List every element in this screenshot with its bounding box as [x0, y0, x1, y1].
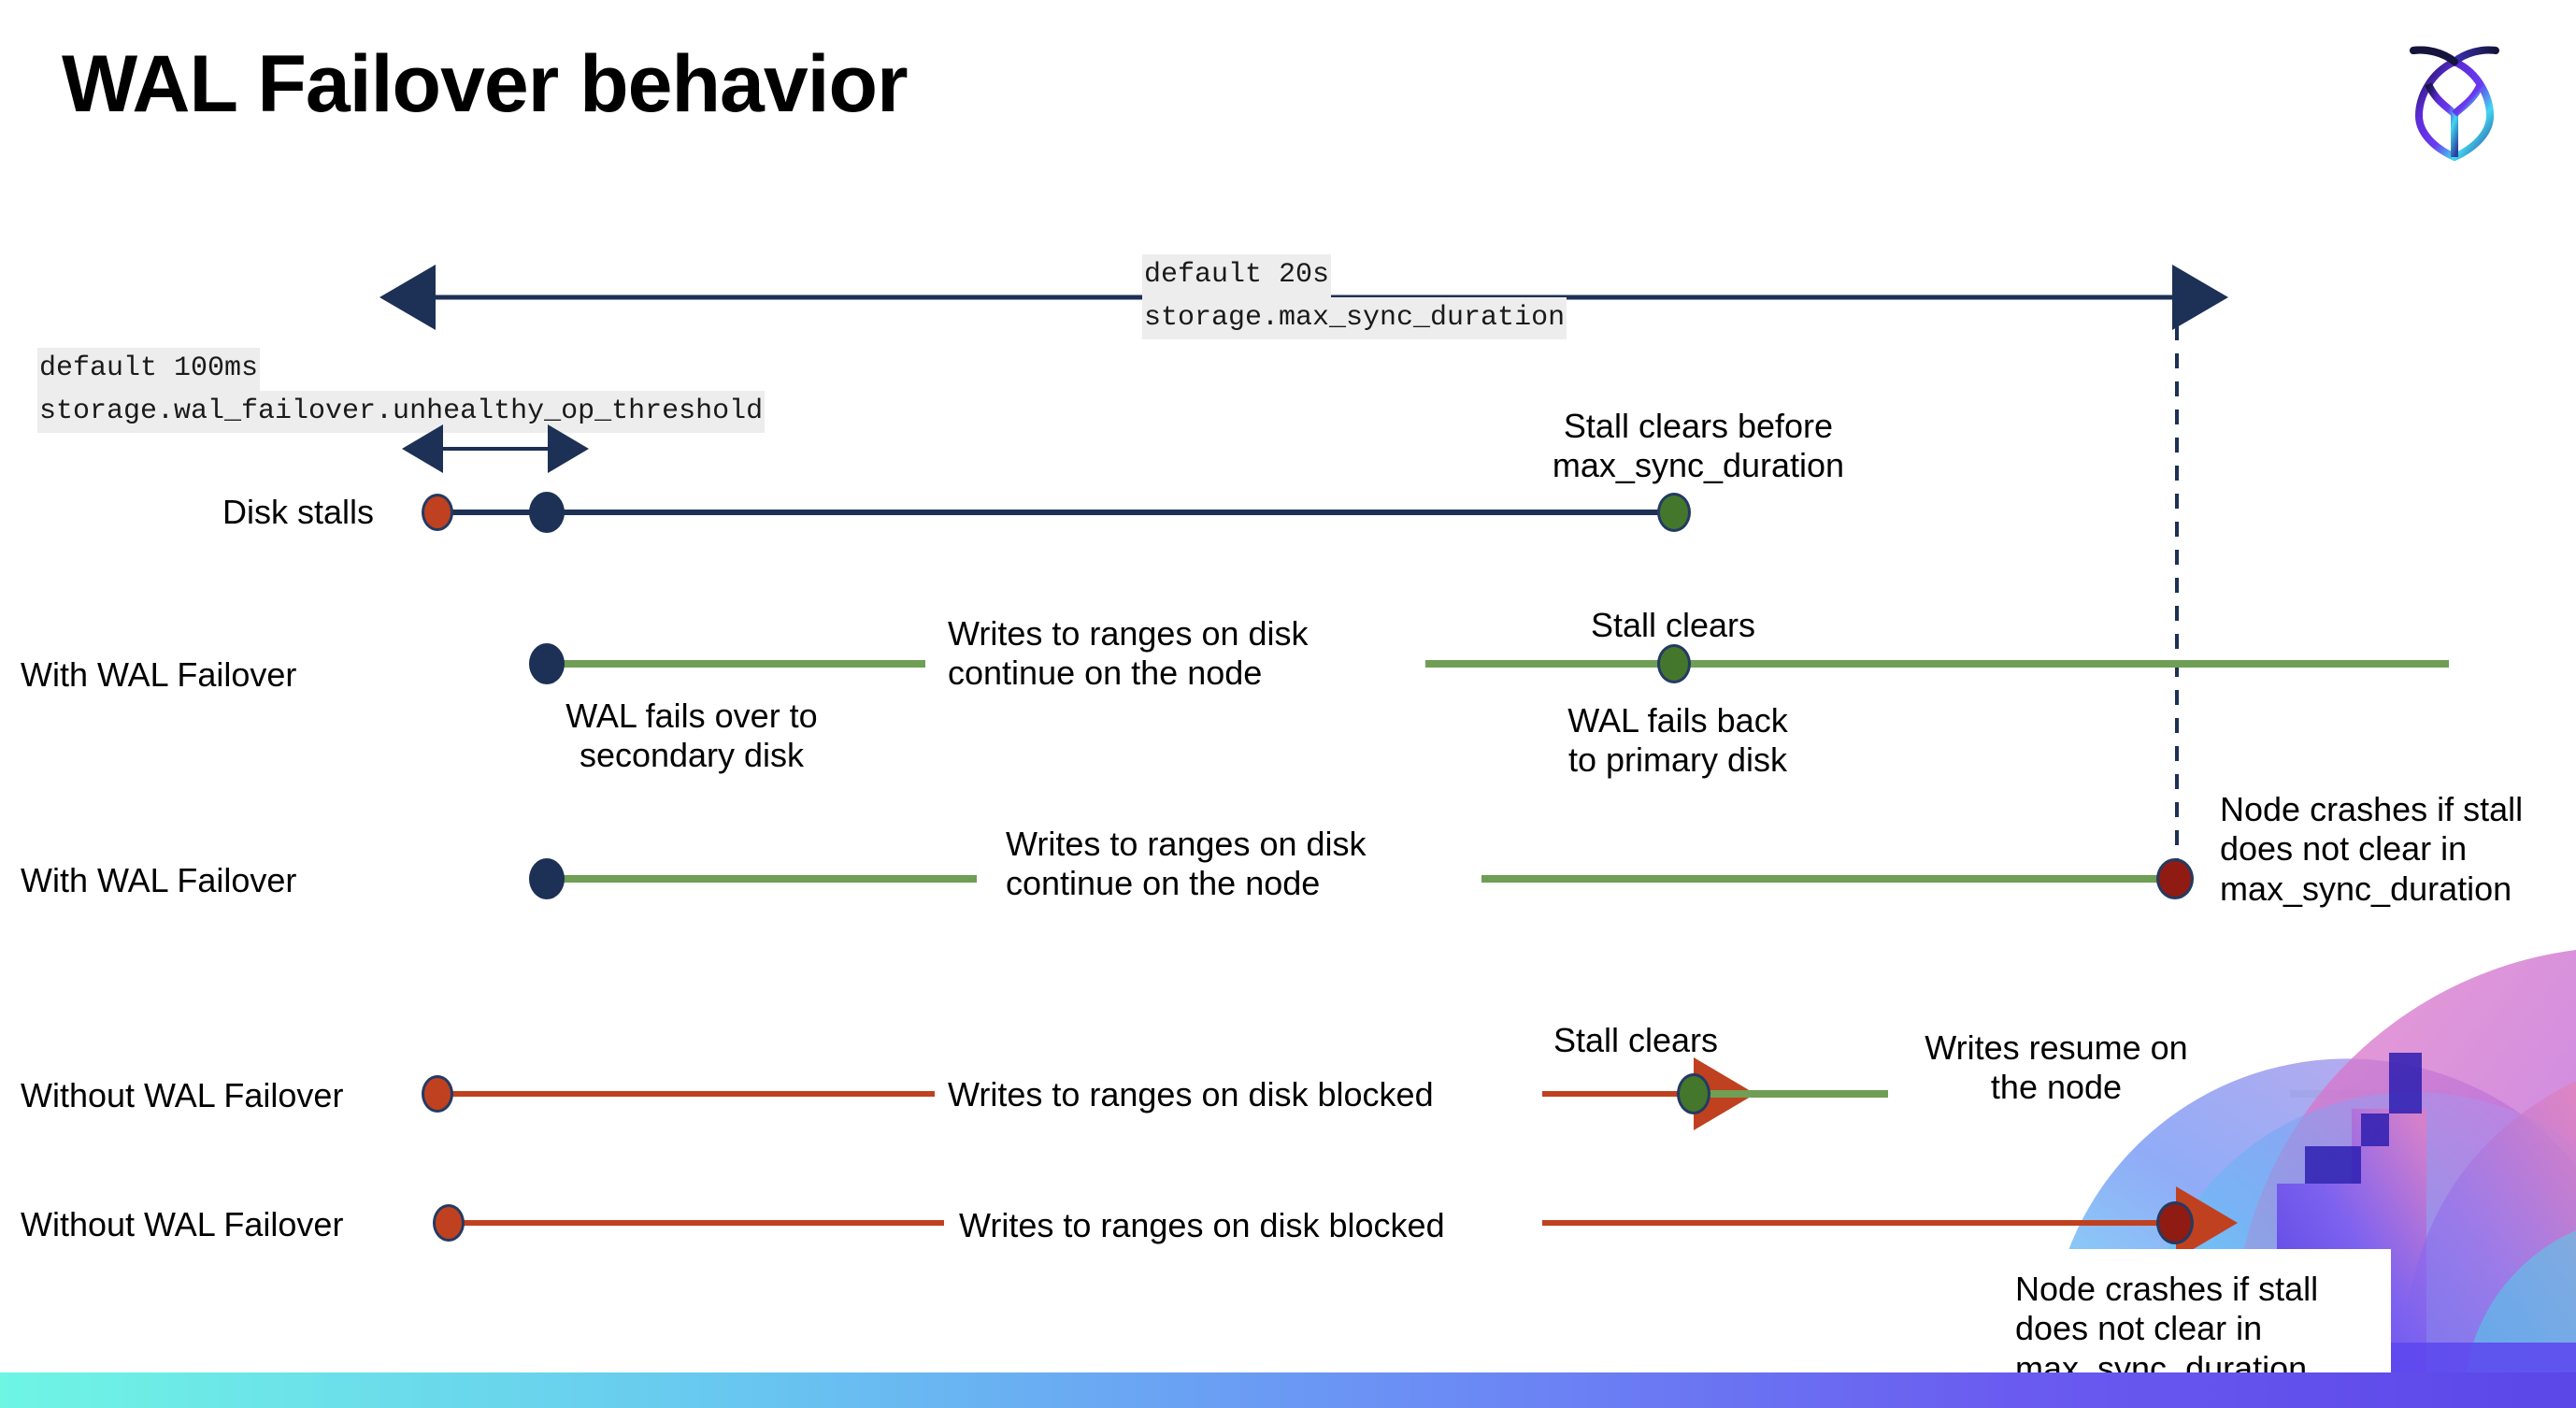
- note-line-2: secondary disk: [579, 736, 805, 775]
- note-writes-blocked-2: Writes to ranges on disk blocked: [959, 1206, 1538, 1245]
- row-label-without-wal-failover-2: Without WAL Failover: [21, 1205, 344, 1243]
- with-wal-2-segment-a: [547, 875, 977, 883]
- unhealthy-op-threshold-default: default 100ms: [37, 348, 261, 391]
- note-line-2: max_sync_duration: [1552, 446, 1845, 485]
- note-line-1: Writes to ranges on disk blocked: [948, 1075, 1434, 1113]
- without-wal-1-blocked-segment: [437, 1091, 935, 1097]
- without-wal-2-blocked-arrow: [1542, 1186, 2238, 1259]
- without-wal-1-resume-segment-a: [1694, 1090, 1888, 1098]
- max-sync-duration-default: default 20s: [1142, 254, 1332, 297]
- unhealthy-op-threshold-annotation: default 100ms storage.wal_failover.unhea…: [37, 348, 766, 433]
- without-wal-1-clear-dot: [1677, 1073, 1710, 1114]
- note-line-2: continue on the node: [1006, 864, 1321, 903]
- disk-stalls-line: [437, 510, 1681, 515]
- note-line-2: the node: [1990, 1068, 2123, 1107]
- with-wal-1-failover-dot: [529, 643, 565, 684]
- unhealthy-op-threshold-span-arrow: [402, 424, 589, 473]
- note-line-1: WAL fails over to: [565, 697, 818, 735]
- without-wal-1-start-dot: [422, 1075, 453, 1113]
- note-writes-blocked-1: Writes to ranges on disk blocked: [948, 1075, 1527, 1114]
- note-line-2: continue on the node: [948, 654, 1263, 693]
- max-sync-duration-dashed-guide: [2175, 297, 2179, 877]
- note-wal-fails-over: WAL fails over to secondary disk: [486, 697, 897, 776]
- with-wal-1-clear-dot: [1657, 644, 1691, 683]
- cockroachdb-logo-icon: [2389, 28, 2520, 164]
- note-writes-resume: Writes resume on the node: [1897, 1028, 2215, 1108]
- with-wal-2-segment-b: [1481, 875, 2175, 883]
- with-wal-2-crash-dot: [2156, 858, 2194, 899]
- note-line-2: does not clear in: [2015, 1309, 2263, 1348]
- note-stall-clears-1: Stall clears: [1533, 606, 1813, 645]
- row-label-with-wal-failover-2: With WAL Failover: [21, 861, 297, 899]
- note-stall-clears-before: Stall clears before max_sync_duration: [1525, 407, 1871, 486]
- note-line-1: Node crashes if stall: [2220, 790, 2524, 828]
- unhealthy-op-threshold-setting: storage.wal_failover.unhealthy_op_thresh…: [37, 390, 766, 433]
- with-wal-1-segment-b: [1425, 660, 2449, 668]
- note-node-crashes-1: Node crashes if stall does not clear in …: [2220, 790, 2575, 909]
- row-label-without-wal-failover-1: Without WAL Failover: [21, 1076, 344, 1114]
- without-wal-2-crash-dot: [2156, 1201, 2194, 1244]
- note-line-1: Writes to ranges on disk: [1006, 825, 1367, 863]
- disk-stalls-start-dot: [422, 494, 453, 531]
- note-line-1: Writes resume on: [1925, 1028, 2188, 1067]
- with-wal-1-segment-a: [547, 660, 925, 668]
- disk-stalls-clear-dot: [1657, 493, 1691, 532]
- note-line-1: Writes to ranges on disk blocked: [959, 1206, 1445, 1244]
- disk-stalls-threshold-dot: [529, 492, 565, 533]
- without-wal-2-start-dot: [433, 1204, 465, 1242]
- without-wal-1-blocked-arrow: [1542, 1057, 1755, 1130]
- row-label-with-wal-failover-1: With WAL Failover: [21, 655, 297, 694]
- note-line-1: Stall clears: [1590, 606, 1756, 644]
- note-node-crashes-2: Node crashes if stall does not clear in …: [2015, 1270, 2389, 1388]
- row-label-disk-stalls: Disk stalls: [222, 493, 375, 531]
- note-line-1: Node crashes if stall: [2015, 1270, 2319, 1308]
- with-wal-2-failover-dot: [529, 858, 565, 899]
- max-sync-duration-setting: storage.max_sync_duration: [1142, 296, 1567, 339]
- note-line-1: Stall clears: [1553, 1021, 1719, 1059]
- note-line-1: WAL fails back: [1567, 701, 1788, 740]
- note-line-3: max_sync_duration: [2220, 869, 2512, 908]
- note-stall-clears-2: Stall clears: [1496, 1021, 1776, 1060]
- note-wal-fails-back: WAL fails back to primary disk: [1519, 701, 1837, 781]
- note-line-2: does not clear in: [2220, 829, 2468, 869]
- note-line-1: Stall clears before: [1563, 407, 1834, 445]
- bottom-gradient-bar: [0, 1372, 2576, 1408]
- note-writes-continue-1: Writes to ranges on disk continue on the…: [948, 614, 1387, 694]
- note-writes-continue-2: Writes to ranges on disk continue on the…: [1006, 825, 1445, 904]
- page-title: WAL Failover behavior: [62, 39, 909, 129]
- note-line-1: Writes to ranges on disk: [948, 614, 1309, 653]
- note-line-2: to primary disk: [1567, 740, 1788, 780]
- max-sync-duration-annotation: default 20s storage.max_sync_duration: [1142, 254, 1567, 339]
- without-wal-2-blocked-segment: [449, 1220, 944, 1226]
